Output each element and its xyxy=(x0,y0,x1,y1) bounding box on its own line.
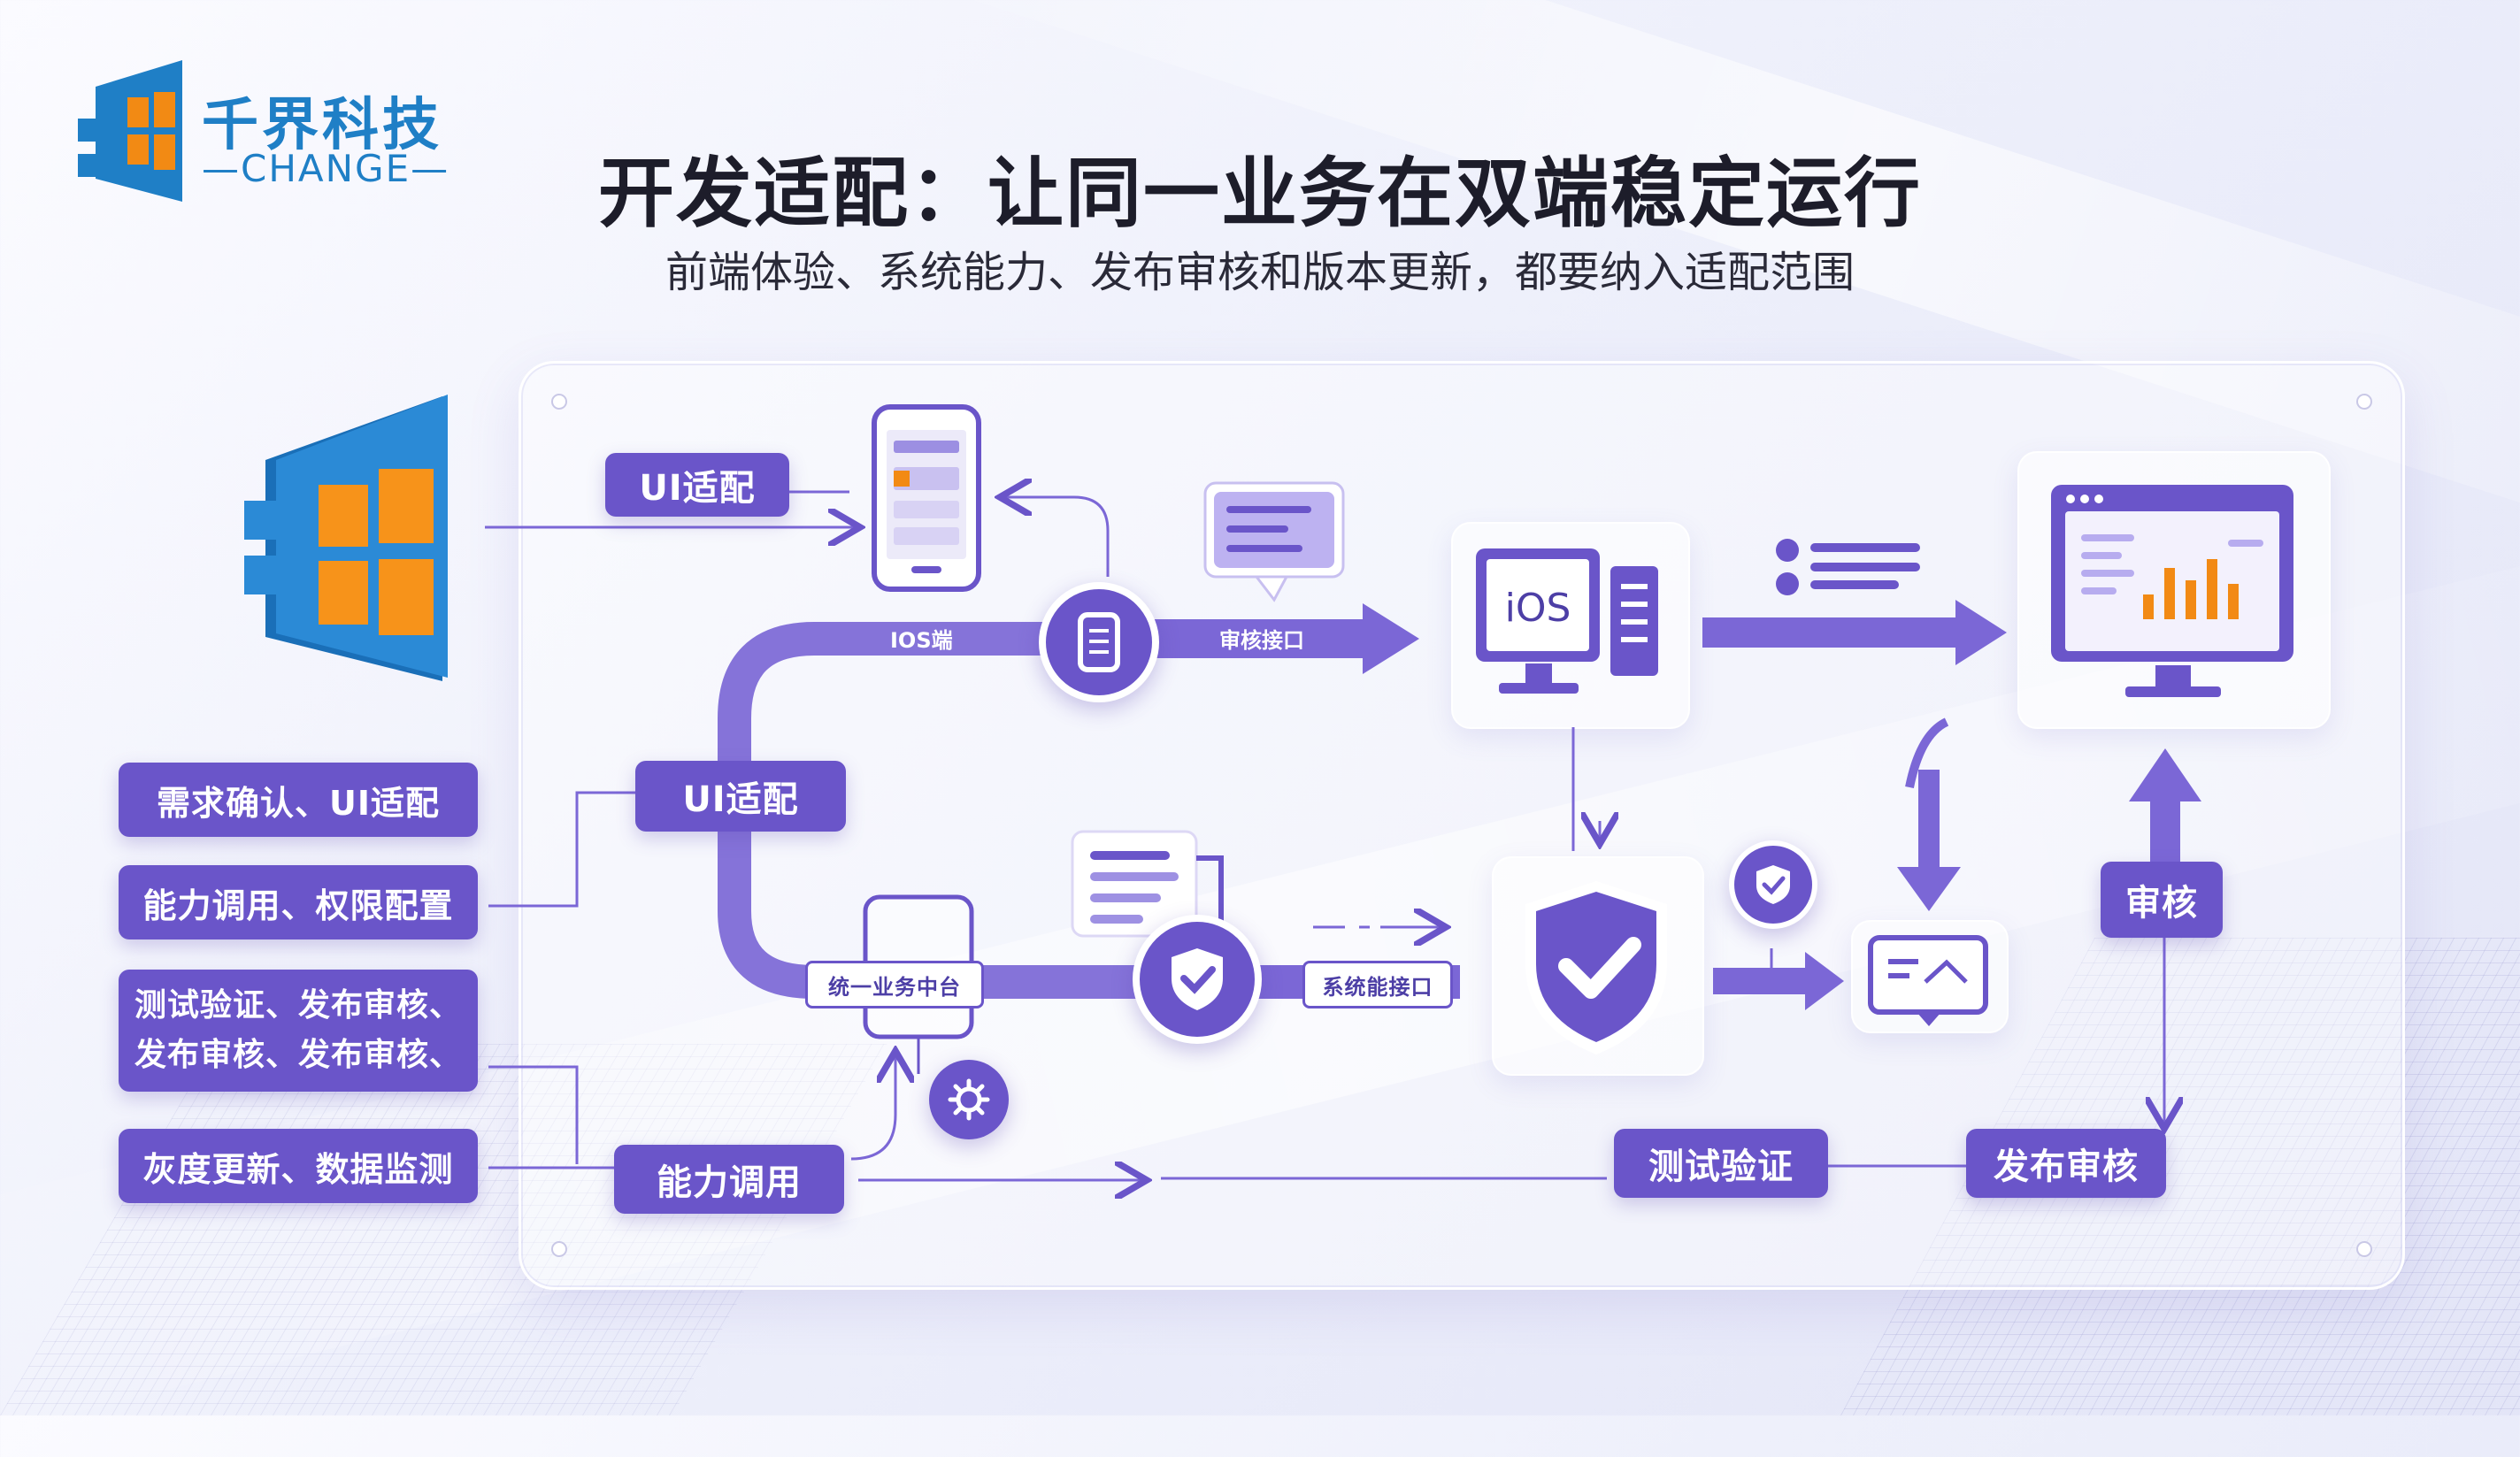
tag-label: 审核 xyxy=(2125,883,2198,924)
tag-label: 能力调用 xyxy=(657,1162,802,1203)
ios-screen-label: iOS xyxy=(1504,586,1571,631)
brand-logo-icon xyxy=(78,60,182,202)
page-subtitle: 前端体验、系统能力、发布审核和版本更新，都要纳入适配范围 xyxy=(665,248,1855,297)
brand-name: 千界科技 xyxy=(202,93,442,158)
panel-screw xyxy=(2356,394,2372,410)
system-interface-tag: 系统能接口 xyxy=(1302,961,1453,1008)
large-brand-emblem-icon xyxy=(244,395,448,681)
step-label-line2: 发布审核、发布审核、 xyxy=(134,1037,462,1073)
tag-label: 统一业务中台 xyxy=(828,974,961,1000)
gear-icon xyxy=(948,1078,990,1121)
brand-sub: —CHANGE— xyxy=(202,147,450,190)
tag-label: UI适配 xyxy=(639,468,756,509)
tag-label: 测试验证 xyxy=(1648,1146,1794,1187)
dashboard-card xyxy=(2017,451,2331,729)
page-title: 开发适配：让同一业务在双端稳定运行 xyxy=(598,150,1922,238)
release-review-tag: 发布审核 xyxy=(1966,1129,2166,1198)
brand-logo: 千界科技 —CHANGE— xyxy=(78,55,467,205)
shield-check-icon xyxy=(1172,948,1223,1010)
step-label: 灰度更新、数据监测 xyxy=(142,1149,454,1189)
security-check-circle[interactable] xyxy=(1133,915,1262,1044)
capability-call-tag: 能力调用 xyxy=(614,1145,844,1214)
ios-end-label: IOS端 xyxy=(890,628,953,653)
review-tag: 审核 xyxy=(2101,862,2223,938)
security-card xyxy=(1492,856,1704,1076)
step-requirement-ui: 需求确认、UI适配 xyxy=(119,763,478,837)
check-badge-icon xyxy=(1756,865,1790,904)
tag-label: 发布审核 xyxy=(1994,1146,2139,1187)
brand-sub-text: CHANGE xyxy=(241,147,411,190)
step-gray-update-monitor: 灰度更新、数据监测 xyxy=(119,1129,478,1203)
review-interface-label: 审核接口 xyxy=(1219,628,1304,653)
gear-button[interactable] xyxy=(929,1060,1009,1139)
check-badge[interactable] xyxy=(1729,840,1817,929)
panel-screw xyxy=(551,1241,567,1257)
test-verify-tag: 测试验证 xyxy=(1614,1129,1828,1198)
step-capability-permission: 能力调用、权限配置 xyxy=(119,865,478,939)
ui-adapt-mid-tag: UI适配 xyxy=(635,761,846,832)
step-test-release: 测试验证、发布审核、 发布审核、发布审核、 xyxy=(119,970,478,1092)
ui-adapt-top-tag: UI适配 xyxy=(605,453,789,517)
step-label-line1: 测试验证、发布审核、 xyxy=(134,987,462,1024)
tag-label: UI适配 xyxy=(682,779,799,820)
step-label: 需求确认、UI适配 xyxy=(157,783,440,823)
panel-screw xyxy=(2356,1241,2372,1257)
tag-label: 系统能接口 xyxy=(1322,974,1433,1000)
unified-platform-tag: 统一业务中台 xyxy=(805,961,984,1008)
image-card xyxy=(1851,920,2009,1033)
panel-screw xyxy=(551,394,567,410)
phone-action-circle[interactable] xyxy=(1039,582,1159,702)
phone-icon xyxy=(1078,612,1120,672)
step-label: 能力调用、权限配置 xyxy=(142,886,454,925)
